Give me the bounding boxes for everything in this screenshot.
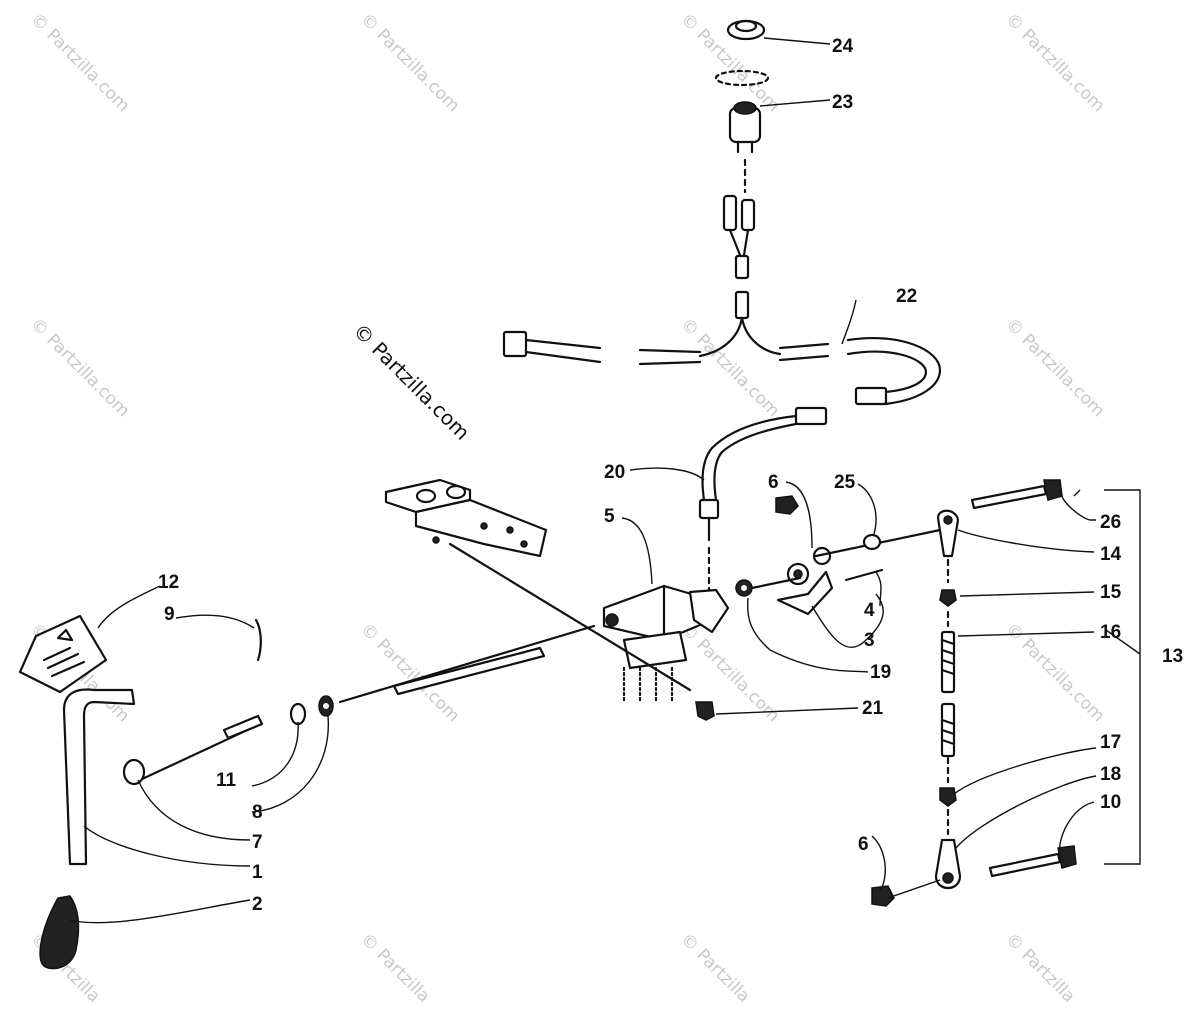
part-12-decal — [18, 614, 108, 694]
part-3-lever-arm — [750, 528, 942, 616]
part-22-wire-harness — [502, 194, 942, 406]
watermark-tile: © Partzilla — [676, 929, 753, 1006]
callout-14: 14 — [1100, 544, 1122, 565]
callout-23: 23 — [832, 92, 853, 113]
part-24-cap — [714, 19, 770, 87]
part-4-cotter — [844, 568, 884, 582]
callout-20: 20 — [604, 462, 625, 483]
callout-15: 15 — [1100, 582, 1122, 603]
watermark-tile: © Partzilla.com — [26, 9, 133, 116]
part-23-switch — [728, 101, 762, 194]
part-21-fitting — [695, 701, 715, 721]
callout-11: 11 — [216, 770, 237, 791]
callout-18: 18 — [1100, 764, 1121, 785]
callout-6-bottom: 6 — [858, 834, 869, 855]
callout-1: 1 — [252, 862, 263, 883]
callout-12: 12 — [158, 572, 179, 593]
part-20-sensor-lead — [698, 406, 828, 592]
part-shaft-assembly — [138, 624, 596, 782]
part-6-nut-top — [775, 495, 799, 515]
watermark-tile: © Partzilla.com — [26, 314, 133, 421]
washers-8-11 — [289, 695, 334, 726]
callout-9: 9 — [164, 604, 175, 625]
callout-labels: 24 23 22 20 6 25 26 5 14 15 4 16 3 13 19… — [158, 36, 1183, 915]
leader-lines — [69, 37, 1141, 924]
part-bracket-plate — [384, 478, 692, 692]
callout-21: 21 — [862, 698, 884, 719]
callout-4: 4 — [864, 600, 875, 621]
watermark-tile: © Partzilla — [356, 929, 433, 1006]
part-5-bracket — [602, 584, 730, 702]
watermark-tile: © Partzilla.com — [1001, 9, 1108, 116]
part-19-nut — [735, 579, 753, 597]
part-25-washer — [862, 533, 882, 551]
callout-22: 22 — [896, 286, 917, 307]
watermark-main: © Partzilla.com — [348, 319, 474, 445]
callout-5: 5 — [604, 506, 615, 527]
callout-25: 25 — [834, 472, 856, 493]
callout-8: 8 — [252, 802, 263, 823]
part-2-grip — [39, 895, 80, 970]
watermark-tile: © Partzilla.com — [1001, 314, 1108, 421]
callout-7: 7 — [252, 832, 263, 853]
part-13-tie-rod — [871, 479, 1077, 907]
callout-16: 16 — [1100, 622, 1121, 643]
callout-17: 17 — [1100, 732, 1121, 753]
callout-26: 26 — [1100, 512, 1121, 533]
watermark-tile: © Partzilla.com — [356, 9, 463, 116]
watermark-tile: © Partzilla.com — [1001, 619, 1108, 726]
callout-19: 19 — [870, 662, 891, 683]
callout-3: 3 — [864, 630, 875, 651]
watermark-tile: © Partzilla.com — [676, 619, 783, 726]
part-9-pin — [254, 618, 262, 662]
watermark-tile: © Partzilla.com — [676, 314, 783, 421]
callout-6-top: 6 — [768, 472, 779, 493]
part-1-lever — [62, 688, 146, 866]
callout-2: 2 — [252, 894, 263, 915]
callout-10: 10 — [1100, 792, 1121, 813]
watermark-tile: © Partzilla — [1001, 929, 1078, 1006]
callout-24: 24 — [832, 36, 854, 57]
callout-13: 13 — [1162, 646, 1183, 667]
